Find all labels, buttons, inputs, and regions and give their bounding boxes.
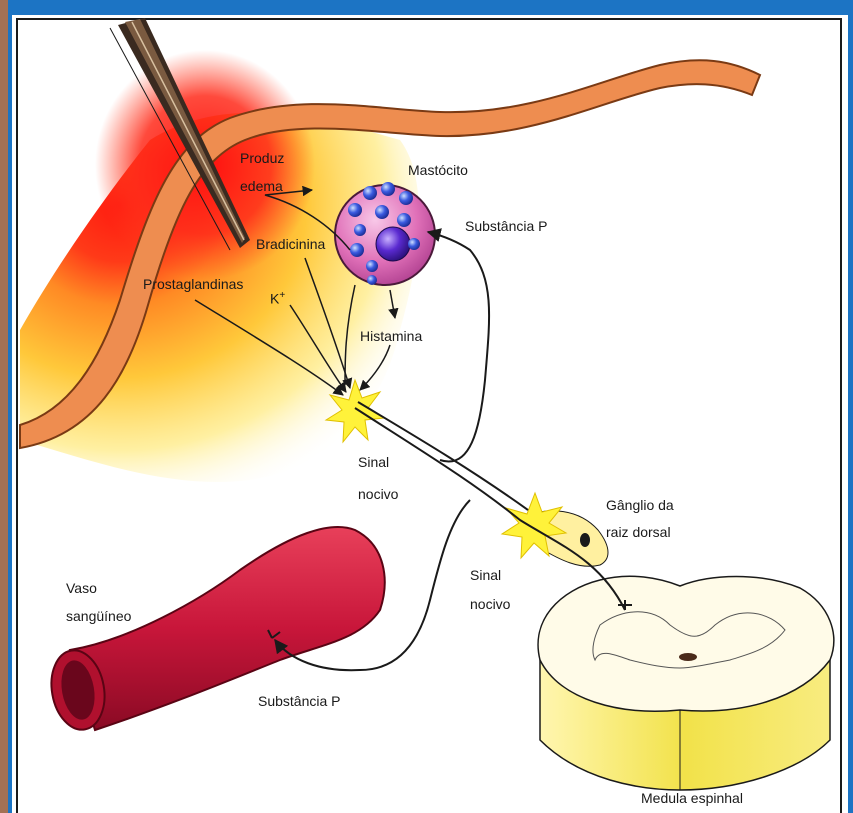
label-nocivo-2: nocivo [470, 596, 510, 613]
label-produz: Produz [240, 150, 284, 167]
label-ganglio-2: raiz dorsal [606, 524, 671, 541]
label-potassium: K+ [270, 287, 285, 308]
label-vaso-1: Vaso [66, 580, 97, 597]
label-vaso-2: sangüíneo [66, 608, 131, 625]
label-substancia-p-bottom: Substância P [258, 693, 341, 710]
label-bradicinina: Bradicinina [256, 236, 325, 253]
label-medula-espinhal: Medula espinhal [641, 790, 743, 807]
label-prostaglandinas: Prostaglandinas [143, 276, 243, 293]
spinal-cord-icon [538, 576, 834, 790]
label-substancia-p-top: Substância P [465, 218, 548, 235]
label-nocivo-1: nocivo [358, 486, 398, 503]
label-k: K [270, 291, 279, 307]
label-histamina: Histamina [360, 328, 422, 345]
label-sinal-1: Sinal [358, 454, 389, 471]
label-mastocito: Mastócito [408, 162, 468, 179]
label-k-plus: + [279, 290, 285, 301]
label-ganglio-1: Gânglio da [606, 497, 674, 514]
label-edema: edema [240, 178, 283, 195]
label-sinal-2: Sinal [470, 567, 501, 584]
